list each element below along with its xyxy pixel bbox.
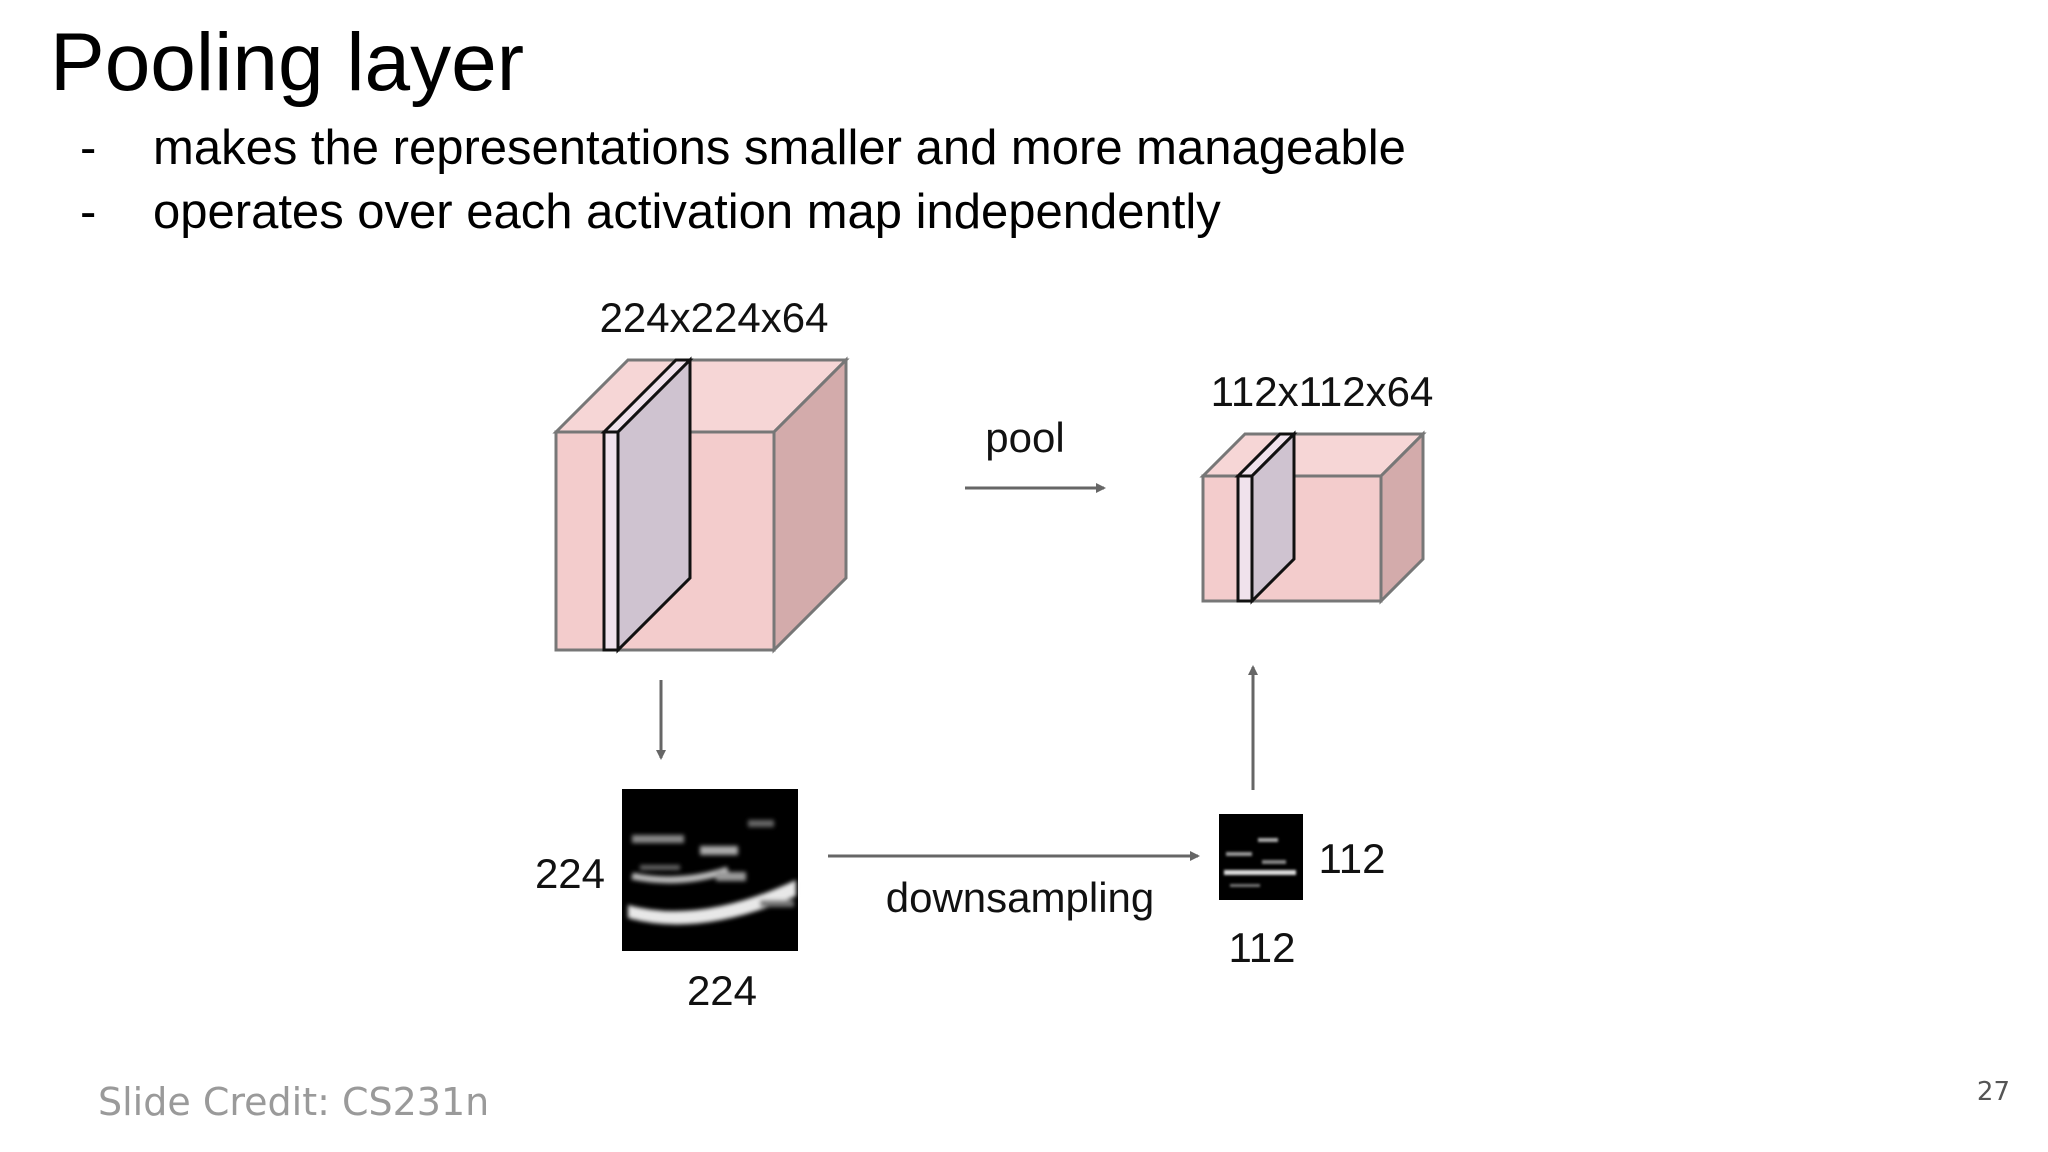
bullet-item: - makes the representations smaller and … — [80, 116, 1406, 180]
input-volume-label: 224x224x64 — [600, 294, 829, 341]
downsampling-label: downsampling — [886, 874, 1155, 921]
output-map-height-label: 112 — [1319, 835, 1386, 882]
input-map-height-label: 224 — [535, 850, 605, 897]
bullet-item: - operates over each activation map inde… — [80, 180, 1406, 244]
slide-title: Pooling layer — [50, 17, 525, 108]
input-map-width-label: 224 — [687, 967, 757, 1014]
input-activation-slice — [600, 356, 694, 654]
input-volume — [552, 356, 850, 654]
bullet-marker: - — [80, 121, 97, 175]
output-activation-map — [1219, 814, 1303, 900]
bullet-marker: - — [80, 185, 97, 239]
output-activation-slice — [1234, 430, 1298, 605]
output-volume — [1199, 430, 1427, 605]
input-volume-side — [772, 356, 848, 654]
slide-credit: Slide Credit: CS231n — [98, 1080, 490, 1124]
output-volume-side — [1379, 430, 1425, 605]
bullet-text: makes the representations smaller and mo… — [153, 121, 1406, 175]
pool-label: pool — [985, 414, 1064, 461]
bullet-text: operates over each activation map indepe… — [153, 185, 1221, 239]
page-number: 27 — [1976, 1077, 2010, 1107]
output-map-width-label: 112 — [1229, 924, 1296, 971]
output-volume-label: 112x112x64 — [1211, 368, 1434, 415]
input-activation-map — [622, 789, 798, 951]
bullet-list: - makes the representations smaller and … — [80, 116, 1406, 244]
